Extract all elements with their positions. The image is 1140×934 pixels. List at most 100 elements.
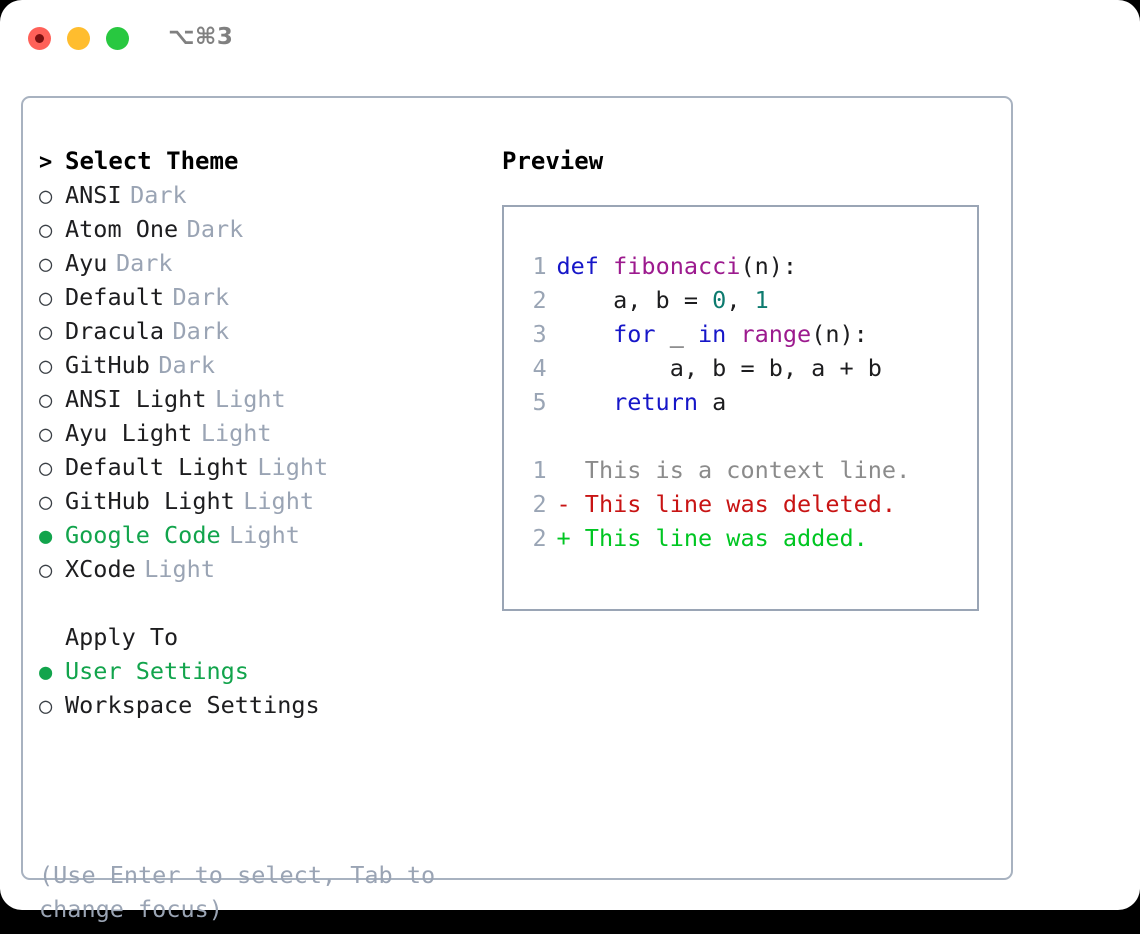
line-number: 2 bbox=[532, 286, 547, 314]
line-number: 4 bbox=[532, 354, 547, 382]
apply-to-header-label: Apply To bbox=[65, 623, 179, 651]
code-token: range bbox=[740, 320, 812, 348]
code-token: for bbox=[613, 320, 656, 348]
theme-option-github-light[interactable]: ○ GitHub Light Light bbox=[39, 484, 489, 518]
keyboard-shortcut-label: ⌥⌘3 bbox=[168, 24, 234, 50]
theme-list-header: >Select Theme bbox=[39, 144, 489, 178]
theme-variant-badge: Light bbox=[214, 385, 286, 413]
maximize-window-button[interactable] bbox=[106, 27, 129, 50]
radio-unselected-icon[interactable]: ○ bbox=[39, 694, 53, 719]
theme-list-header-label: Select Theme bbox=[65, 147, 239, 175]
radio-unselected-icon[interactable]: ○ bbox=[39, 218, 53, 243]
code-token: a, b = bbox=[556, 286, 713, 314]
theme-variant-badge: Dark bbox=[186, 215, 244, 243]
window-titlebar: ⌥⌘3 bbox=[0, 0, 1140, 78]
theme-option-xcode[interactable]: ○ XCode Light bbox=[39, 552, 489, 586]
radio-unselected-icon[interactable]: ○ bbox=[39, 388, 53, 413]
diff-line-text: This is a context line. bbox=[556, 456, 911, 484]
code-token: fibonacci bbox=[613, 252, 741, 280]
theme-option-label: Atom One bbox=[65, 215, 179, 243]
line-number: 5 bbox=[532, 388, 547, 416]
code-token: _ bbox=[655, 320, 699, 348]
diff-line: 2 + This line was added. bbox=[524, 521, 910, 555]
close-window-button[interactable] bbox=[28, 27, 51, 50]
theme-option-google-code[interactable]: ● Google Code Light bbox=[39, 518, 489, 552]
radio-unselected-icon[interactable]: ○ bbox=[39, 422, 53, 447]
theme-variant-badge: Dark bbox=[172, 317, 230, 345]
preview-panel-header: Preview bbox=[502, 144, 603, 178]
code-token bbox=[599, 252, 613, 280]
code-line: 4 a, b = b, a + b bbox=[524, 351, 910, 385]
code-token: return bbox=[613, 388, 698, 416]
code-token bbox=[557, 388, 614, 416]
apply-to-option-label: Workspace Settings bbox=[65, 691, 320, 719]
code-line: 5 return a bbox=[524, 385, 910, 419]
apply-to-option-workspace-settings[interactable]: ○ Workspace Settings bbox=[39, 688, 489, 722]
diff-line: 2- This line was deleted. bbox=[524, 487, 910, 521]
theme-option-label: ANSI Light bbox=[65, 385, 207, 413]
keyboard-hint-text: (Use Enter to select, Tab to change focu… bbox=[39, 861, 436, 923]
theme-variant-badge: Light bbox=[200, 419, 272, 447]
code-token: in bbox=[698, 320, 727, 348]
theme-variant-badge: Dark bbox=[115, 249, 173, 277]
code-token bbox=[557, 320, 614, 348]
apply-to-header: Apply To bbox=[39, 620, 489, 654]
line-number: 3 bbox=[532, 320, 547, 348]
line-number: 2 bbox=[532, 490, 547, 518]
apply-to-option-label: User Settings bbox=[65, 657, 249, 685]
apply-to-options: ● User Settings ○ Workspace Settings bbox=[39, 654, 489, 722]
diff-line-text: + This line was added. bbox=[556, 524, 868, 552]
theme-variant-badge: Dark bbox=[158, 351, 215, 379]
theme-variant-badge: Light bbox=[229, 521, 300, 549]
radio-selected-icon[interactable]: ● bbox=[39, 660, 53, 685]
diff-line: 1 This is a context line. bbox=[524, 453, 910, 487]
radio-unselected-icon[interactable]: ○ bbox=[39, 456, 53, 481]
radio-selected-icon[interactable]: ● bbox=[39, 524, 53, 549]
radio-unselected-icon[interactable]: ○ bbox=[39, 354, 53, 379]
preview-title: Preview bbox=[502, 147, 604, 175]
radio-unselected-icon[interactable]: ○ bbox=[39, 184, 53, 209]
line-number: 2 bbox=[532, 524, 547, 552]
code-token: 0 bbox=[712, 286, 727, 314]
radio-unselected-icon[interactable]: ○ bbox=[39, 320, 53, 345]
code-token: , bbox=[726, 286, 755, 314]
code-line: 2 a, b = 0, 1 bbox=[524, 283, 910, 317]
theme-option-label: XCode bbox=[65, 555, 136, 583]
theme-variant-badge: Light bbox=[144, 555, 215, 583]
radio-unselected-icon[interactable]: ○ bbox=[39, 252, 53, 277]
theme-option-github[interactable]: ○ GitHub Dark bbox=[39, 348, 489, 382]
theme-variant-badge: Light bbox=[257, 453, 329, 481]
theme-option-label: GitHub Light bbox=[65, 487, 235, 515]
radio-unselected-icon[interactable]: ○ bbox=[39, 558, 53, 583]
code-token: a bbox=[698, 388, 727, 416]
code-token: a, b = b, a + b bbox=[556, 354, 882, 382]
theme-option-label: GitHub bbox=[65, 351, 150, 379]
theme-option-label: ANSI bbox=[65, 181, 122, 209]
code-token: (n): bbox=[740, 252, 798, 280]
minimize-window-button[interactable] bbox=[67, 27, 90, 50]
code-token: 1 bbox=[754, 286, 769, 314]
theme-option-label: Ayu Light bbox=[65, 419, 193, 447]
theme-option-label: Google Code bbox=[65, 521, 221, 549]
code-line: 3 for _ in range(n): bbox=[524, 317, 910, 351]
radio-unselected-icon[interactable]: ○ bbox=[39, 490, 53, 515]
apply-to-option-user-settings[interactable]: ● User Settings bbox=[39, 654, 489, 688]
radio-unselected-icon[interactable]: ○ bbox=[39, 286, 53, 311]
code-token: def bbox=[556, 252, 599, 280]
theme-option-label: Dracula bbox=[65, 317, 165, 345]
theme-variant-badge: Light bbox=[243, 487, 315, 515]
line-number: 1 bbox=[532, 252, 547, 280]
